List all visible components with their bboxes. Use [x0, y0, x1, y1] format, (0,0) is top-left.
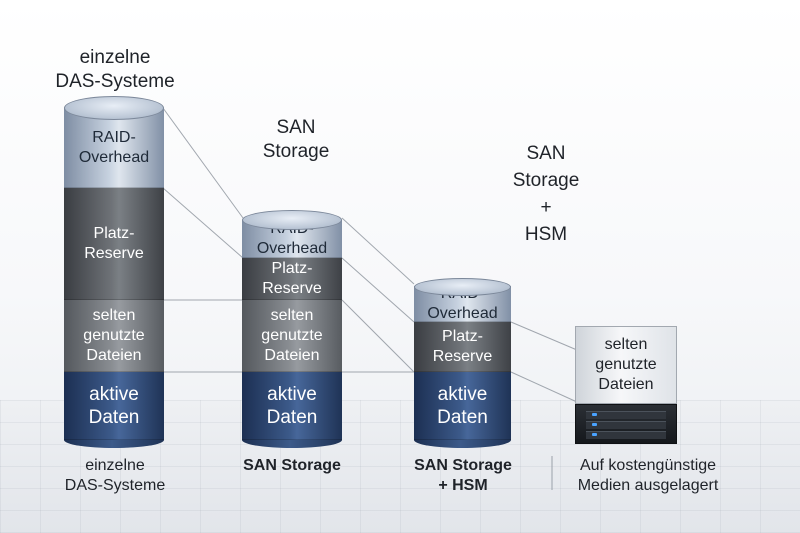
column-hsm-cap: [414, 278, 511, 296]
connector-raid-top-san-hsm: [341, 217, 415, 285]
column-das-cap: [64, 96, 164, 120]
bottom-label-das: einzelne DAS-Systeme: [64, 457, 166, 494]
archive-server: selten genutzte Dateien: [575, 326, 677, 444]
rack-slot: [586, 411, 666, 419]
connector-raid-bottom-san-hsm: [341, 257, 415, 323]
led-icon: [592, 423, 597, 426]
top-label-hsm: SAN Storage + HSM: [512, 143, 580, 245]
rack-slot: [586, 421, 666, 429]
connector-hsm-server-top: [510, 321, 578, 351]
top-label-das: einzelne DAS-Systeme: [55, 47, 175, 92]
server-rack: [575, 404, 677, 444]
rack-slot: [586, 431, 666, 439]
segment-san-platz-reserve: Platz-Reserve: [242, 258, 342, 300]
bottom-label-hsm: SAN Storage + HSM: [414, 457, 512, 494]
segment-das-platz-reserve: Platz-Reserve: [64, 188, 164, 300]
bottom-label-ausgelagert: Auf kostengünstige Medien ausgelagert: [577, 457, 719, 494]
column-san-cap: [242, 210, 342, 230]
top-label-san: SAN Storage: [262, 117, 330, 162]
led-icon: [592, 433, 597, 436]
segment-hsm-platz-reserve: Platz-Reserve: [414, 322, 511, 372]
connector-raid-bottom-das-san: [162, 187, 244, 259]
server-label-box: selten genutzte Dateien: [575, 326, 677, 404]
segment-das-raid-overhead: RAID-Overhead: [64, 108, 164, 188]
bottom-label-san: SAN Storage: [243, 457, 341, 474]
connector-hsm-server-bottom: [510, 371, 578, 403]
connector-platz-bottom-san-hsm: [341, 299, 415, 373]
led-icon: [592, 413, 597, 416]
